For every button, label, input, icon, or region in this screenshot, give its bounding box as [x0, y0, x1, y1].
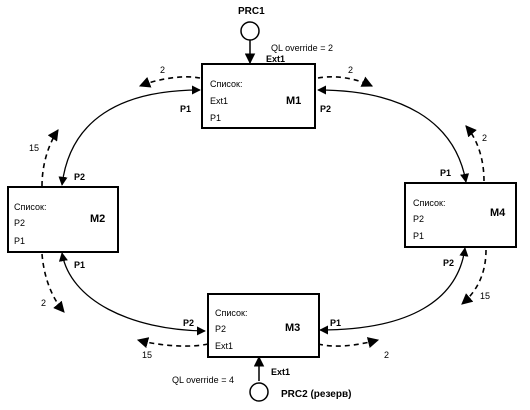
port-m3-right: P1 [330, 318, 341, 328]
dashed-m3-right [317, 337, 380, 348]
dashed-m1-left [138, 76, 201, 88]
m3-list-title: Список: [215, 308, 247, 318]
node-m1: Список: Ext1 P1 M1 [201, 63, 316, 129]
port-m4-bottom: P2 [443, 258, 454, 268]
m2-list-title: Список: [14, 202, 46, 212]
prc2-port-label: Ext1 [271, 367, 290, 377]
dashed-m4-bottom [461, 249, 487, 305]
port-m1-left: P1 [180, 104, 191, 114]
link-m2-m3 [58, 252, 206, 336]
prc1-label: PRC1 [238, 6, 265, 17]
node-m4: Список: P2 P1 M4 [404, 182, 517, 248]
metric-m1-right: 2 [348, 65, 353, 75]
m3-name: M3 [285, 322, 300, 334]
dashed-m4-top [465, 125, 485, 182]
m1-entry-2: P1 [210, 113, 221, 123]
metric-m2-bottom: 2 [41, 298, 46, 308]
port-m4-top: P1 [440, 168, 451, 178]
port-m1-right: P2 [320, 104, 331, 114]
dashed-m1-right [317, 76, 374, 87]
prc1-port-label: Ext1 [266, 54, 285, 64]
m1-list-title: Список: [210, 79, 242, 89]
metric-m3-left: 15 [142, 350, 152, 360]
prc2-label: PRC2 (резерв) [281, 389, 351, 400]
link-m1-m2 [58, 85, 201, 186]
dashed-m2-bottom [41, 253, 65, 313]
m2-entry-1: P2 [14, 218, 25, 228]
node-m2: Список: P2 P1 M2 [7, 186, 119, 253]
prc1-circle-icon [240, 21, 260, 41]
port-m3-left: P2 [183, 318, 194, 328]
m1-entry-1: Ext1 [210, 96, 228, 106]
link-m1-m4 [317, 85, 470, 183]
metric-m4-top: 2 [482, 133, 487, 143]
m2-entry-2: P1 [14, 236, 25, 246]
source-prc1: PRC1 QL override = 2 Ext1 [238, 6, 333, 65]
source-prc2: Ext1 QL override = 4 PRC2 (резерв) [172, 355, 351, 402]
metric-m2-top: 15 [29, 143, 39, 153]
m4-list-title: Список: [413, 198, 445, 208]
port-m2-bottom: P1 [74, 260, 85, 270]
prc1-ql-label: QL override = 2 [271, 43, 333, 53]
dashed-m3-left [136, 337, 209, 349]
m1-name: M1 [286, 95, 301, 107]
metric-m4-bottom: 15 [480, 291, 490, 301]
m3-entry-1: P2 [215, 324, 226, 334]
link-m4-m3 [319, 247, 469, 335]
port-m2-top: P2 [74, 172, 85, 182]
node-m3: Список: P2 Ext1 M3 [207, 293, 320, 358]
m2-name: M2 [90, 213, 105, 225]
prc2-ql-label: QL override = 4 [172, 375, 234, 385]
m4-entry-2: P1 [413, 231, 424, 241]
metric-m3-right: 2 [384, 350, 389, 360]
m4-name: M4 [490, 207, 506, 219]
prc2-circle-icon [249, 382, 269, 402]
dashed-m2-top [41, 129, 59, 187]
metric-m1-left: 2 [160, 65, 165, 75]
m3-entry-2: Ext1 [215, 341, 233, 351]
m4-entry-1: P2 [413, 214, 424, 224]
